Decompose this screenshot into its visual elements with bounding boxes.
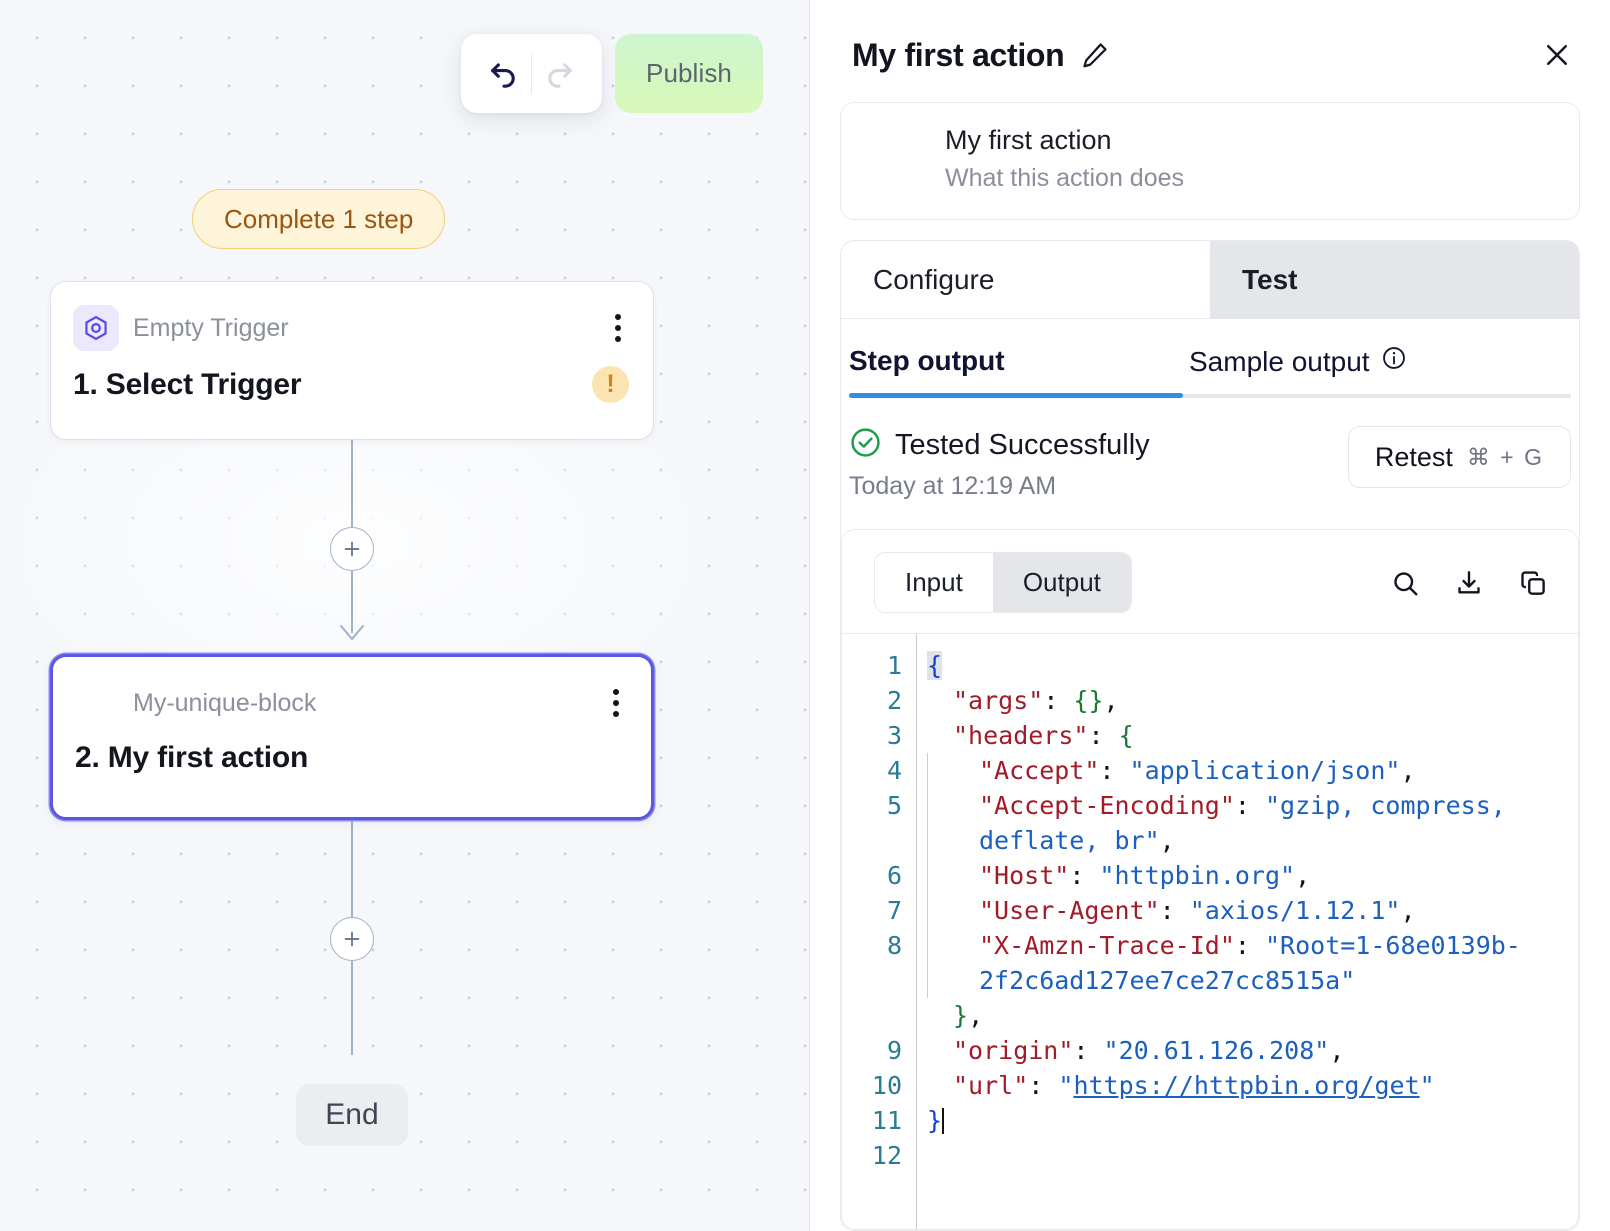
segment-output[interactable]: Output: [992, 553, 1131, 612]
search-icon[interactable]: [1390, 568, 1420, 598]
code-line: },: [953, 1001, 984, 1030]
connector-line-3: [351, 820, 353, 918]
retest-shortcut: ⌘ + G: [1466, 443, 1544, 470]
retest-button[interactable]: Retest ⌘ + G: [1347, 426, 1571, 488]
tabs-card: Configure Test Step output Sample output: [840, 240, 1580, 1231]
node-subtitle: My-unique-block: [133, 688, 317, 717]
page-title: My first action: [852, 36, 1065, 73]
tab-configure[interactable]: Configure: [841, 241, 1210, 319]
code-action-icons: [1390, 568, 1552, 598]
redo-button[interactable]: [532, 47, 586, 101]
line-number: 7: [886, 896, 902, 925]
node-header: Empty Trigger: [73, 304, 629, 352]
publish-button[interactable]: Publish: [615, 34, 763, 113]
code-line: "Accept-Encoding": "gzip, compress, defl…: [927, 788, 1578, 858]
code-toolbar: Input Output: [842, 530, 1578, 633]
code-line: "X-Amzn-Trace-Id": "Root=1-68e0139b-2f2c…: [927, 928, 1578, 998]
test-status-row: Tested Successfully Today at 12:19 AM Re…: [841, 398, 1579, 501]
connector-line-4: [351, 961, 353, 1055]
node-title: 2. My first action: [75, 741, 309, 774]
node-header: My-unique-block: [75, 679, 627, 727]
line-number-gutter: 1 2 3 4 5 6 7 8 9 10 11 12: [842, 634, 916, 1229]
code-line: "Host": "httpbin.org",: [927, 858, 1578, 893]
panel-header: My first action: [840, 30, 1580, 76]
node-more-options-icon[interactable]: [605, 685, 627, 721]
node-more-options-icon[interactable]: [607, 310, 629, 346]
undo-redo-group: [461, 34, 602, 113]
node-body: 2. My first action: [75, 741, 627, 775]
copy-icon[interactable]: [1518, 568, 1548, 598]
code-line: "origin": "20.61.126.208",: [953, 1036, 1345, 1065]
line-number: 6: [886, 861, 902, 890]
canvas-toolbar: Publish: [461, 34, 763, 113]
subtab-step-output[interactable]: Step output: [849, 345, 1005, 376]
connector-line-2: [351, 571, 353, 633]
code-line: "args": {},: [953, 686, 1119, 715]
complete-step-badge[interactable]: Complete 1 step: [192, 189, 446, 249]
code-line: "User-Agent": "axios/1.12.1",: [927, 893, 1578, 928]
code-editor[interactable]: 1 2 3 4 5 6 7 8 9 10 11 12: [842, 633, 1578, 1229]
subtab-sample-output[interactable]: Sample output: [1189, 319, 1407, 398]
undo-button[interactable]: [477, 47, 531, 101]
subtab-rule: [849, 394, 1571, 398]
line-number: 1: [886, 651, 902, 680]
info-icon[interactable]: [1381, 345, 1407, 378]
line-number: 4: [886, 756, 902, 785]
code-line: }: [927, 1106, 945, 1135]
line-number: 2: [886, 686, 902, 715]
undo-arrow-icon: [487, 55, 521, 92]
check-circle-icon: [849, 426, 882, 464]
node-subtitle: Empty Trigger: [133, 313, 289, 342]
line-number: 8: [886, 931, 902, 960]
retest-label: Retest: [1374, 441, 1453, 472]
connector-arrowhead-icon: [337, 622, 367, 649]
segment-input[interactable]: Input: [875, 553, 993, 612]
io-segmented-control: Input Output: [874, 552, 1132, 613]
subtab-sample-output-label: Sample output: [1189, 345, 1370, 377]
node-my-first-action[interactable]: My-unique-block 2. My first action: [50, 654, 654, 820]
step-details-panel: My first action My first action What thi…: [810, 0, 1610, 1231]
tab-bar: Configure Test: [841, 241, 1579, 319]
node-body: 1. Select Trigger !: [73, 366, 629, 403]
add-step-button-2[interactable]: [330, 917, 374, 961]
code-line: "headers": {: [953, 721, 1134, 750]
sub-tab-bar: Step output Sample output: [841, 319, 1579, 398]
line-number: 9: [886, 1036, 902, 1065]
test-status-group: Tested Successfully Today at 12:19 AM: [849, 426, 1150, 501]
end-node[interactable]: End: [296, 1084, 408, 1146]
hexagon-target-icon: [73, 305, 119, 351]
tab-test[interactable]: Test: [1210, 241, 1579, 319]
node-warning-icon[interactable]: !: [592, 366, 629, 403]
workflow-canvas[interactable]: Publish Complete 1 step Empty Trigger 1.…: [0, 0, 810, 1231]
download-icon[interactable]: [1454, 568, 1484, 598]
line-number: 11: [871, 1106, 902, 1135]
pencil-icon[interactable]: [1080, 40, 1110, 70]
code-line: "url": "https://httpbin.org/get": [953, 1071, 1435, 1100]
toolbar-divider: [531, 53, 532, 94]
code-line: {: [927, 651, 943, 680]
code-viewer-card: Input Output: [841, 529, 1579, 1230]
line-number: 10: [871, 1071, 902, 1100]
action-description-card: My first action What this action does: [840, 102, 1580, 220]
test-timestamp: Today at 12:19 AM: [849, 472, 1057, 500]
node-title: 1. Select Trigger: [73, 367, 302, 401]
code-content[interactable]: { "args": {}, "headers": { "Accept": "ap…: [916, 634, 1578, 1229]
redo-arrow-icon: [542, 55, 576, 92]
connector-line-1: [351, 440, 353, 549]
node-select-trigger[interactable]: Empty Trigger 1. Select Trigger !: [50, 281, 654, 440]
line-number: 5: [886, 791, 902, 820]
subtab-active-indicator: [849, 393, 1183, 398]
action-name: My first action: [945, 125, 1112, 155]
code-line: "Accept": "application/json",: [927, 753, 1578, 788]
action-subtitle: What this action does: [945, 164, 1185, 192]
close-icon[interactable]: [1536, 34, 1578, 76]
line-number: 3: [886, 721, 902, 750]
test-status-text: Tested Successfully: [895, 428, 1150, 461]
add-step-button-1[interactable]: [330, 527, 374, 571]
line-number: 12: [871, 1141, 902, 1170]
